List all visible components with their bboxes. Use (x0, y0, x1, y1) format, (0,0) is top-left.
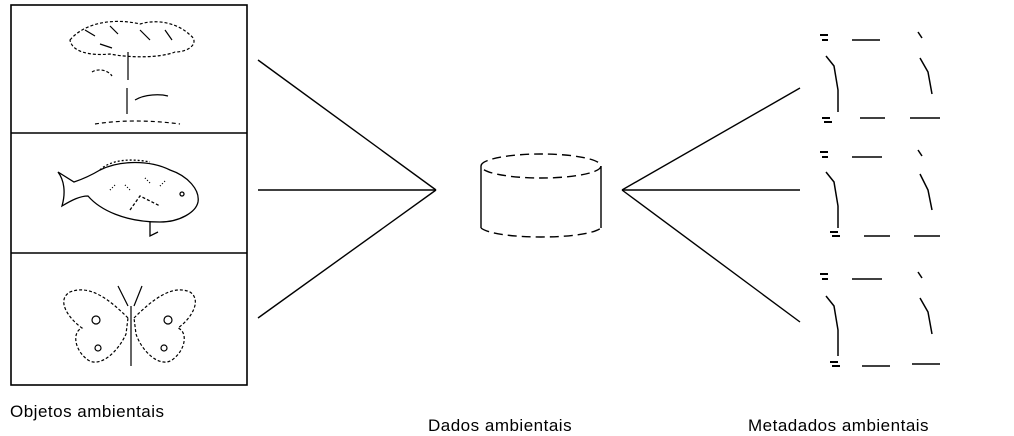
metadata-document-icon (820, 271, 940, 367)
metadata-document-icon (820, 149, 940, 237)
objects-frame (10, 4, 248, 386)
data-label: Dados ambientais (428, 416, 573, 435)
metadata-label: Metadados ambientais (748, 416, 930, 435)
butterfly-icon (63, 285, 196, 366)
data-to-metadata-connectors (621, 87, 801, 323)
tree-icon (69, 20, 195, 125)
objects-to-data-connectors (257, 59, 437, 319)
fish-icon (57, 159, 199, 238)
metadata-document-icon (820, 31, 940, 123)
objects-label: Objetos ambientais (10, 402, 165, 421)
database-cylinder-icon (480, 153, 602, 238)
